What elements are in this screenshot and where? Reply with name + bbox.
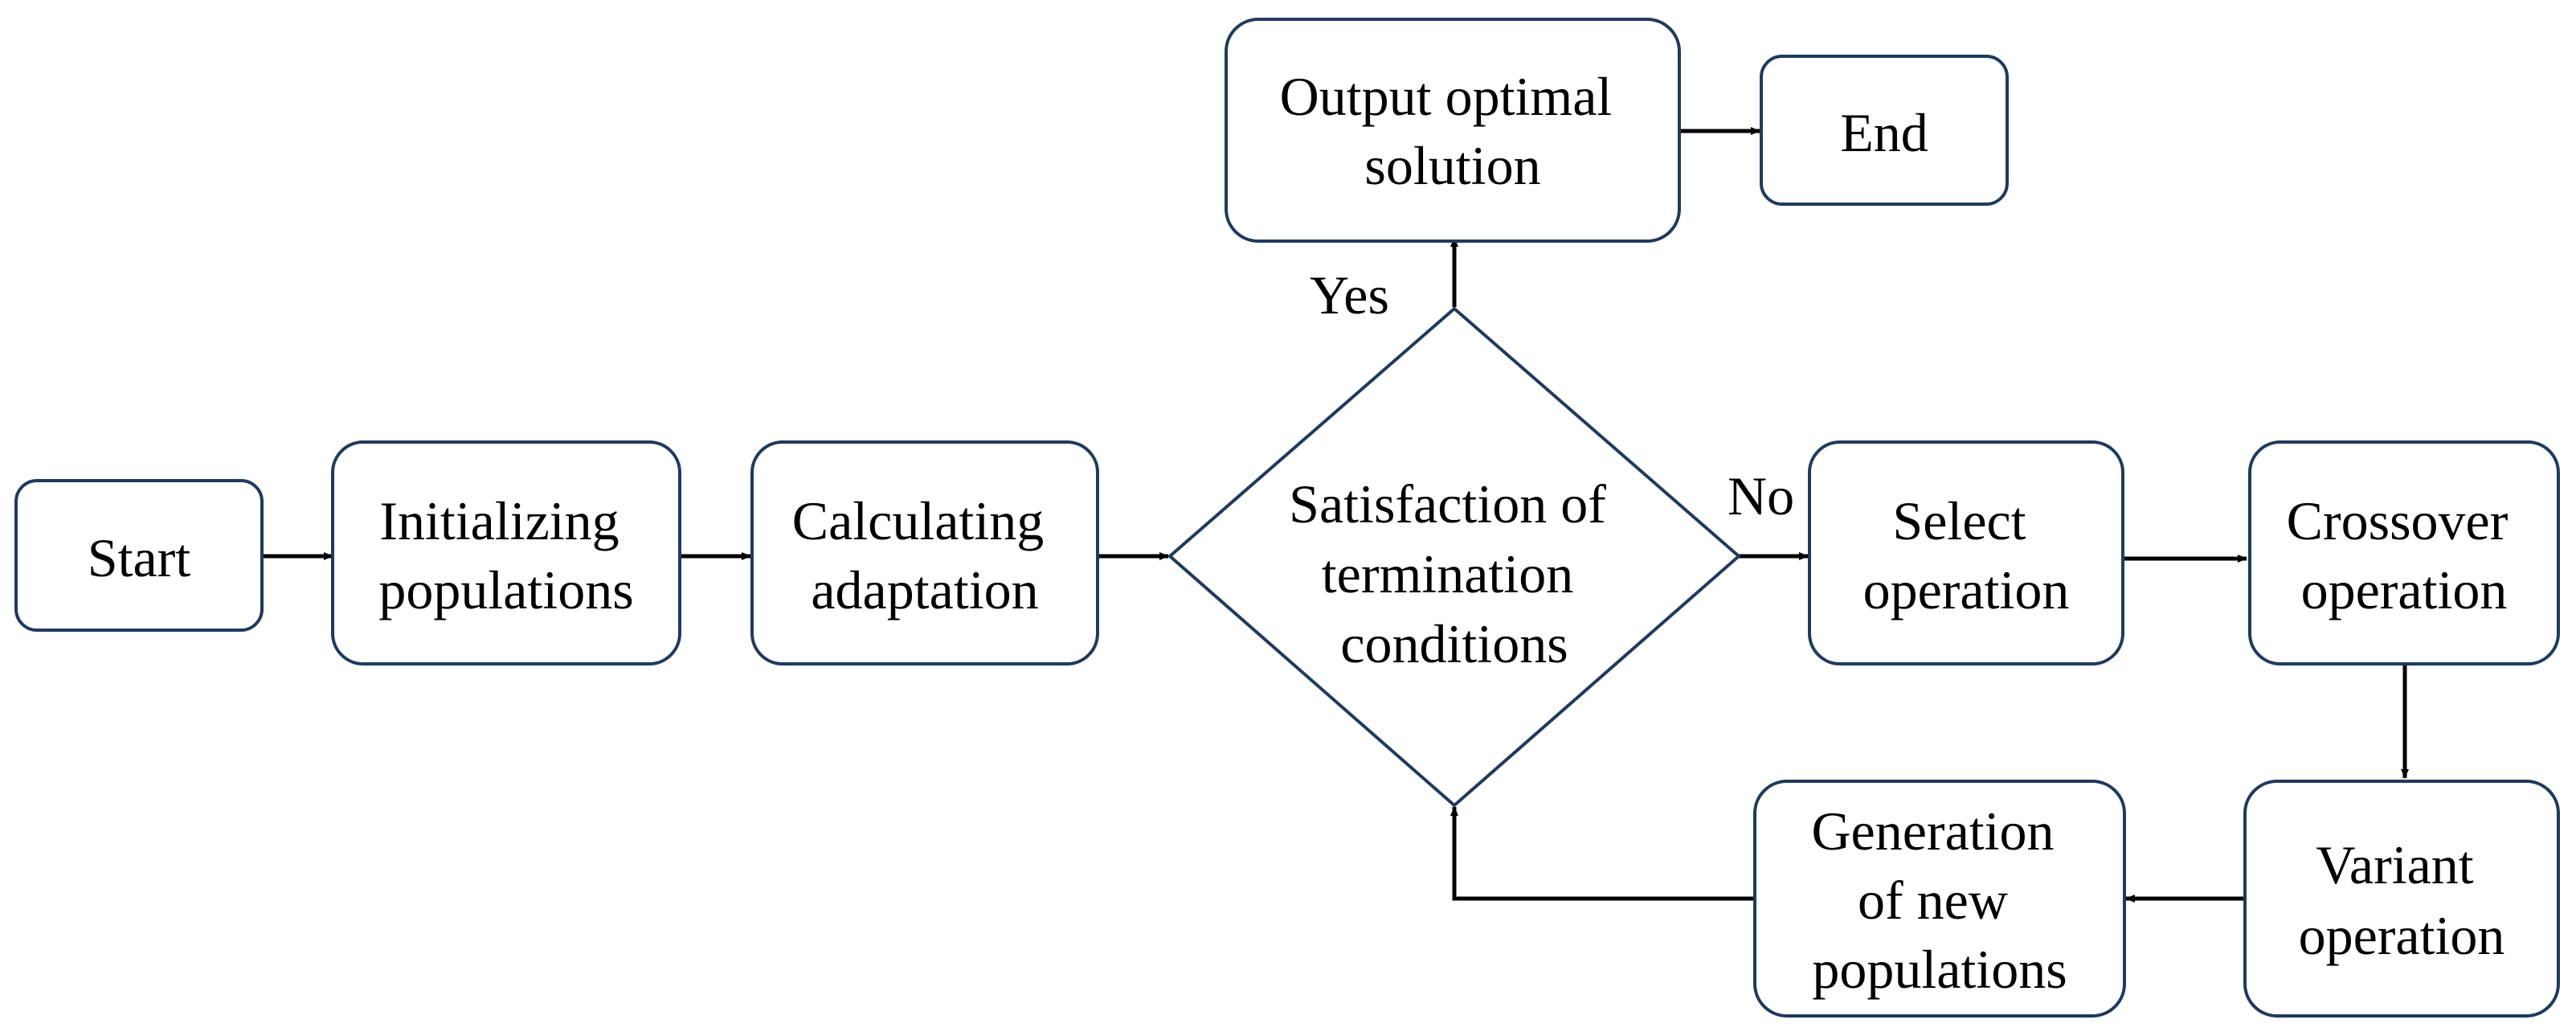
node-label: Crossover operation	[2287, 490, 2522, 620]
node-label-line: operation	[2301, 559, 2508, 620]
node-label-line: Initializing	[379, 490, 619, 551]
node-label-line: populations	[1812, 939, 2067, 1000]
node-decision-termination: Satisfaction of termination conditions	[1167, 306, 1742, 808]
branch-label-no: No	[1728, 465, 1794, 526]
node-label: Select operation	[1863, 490, 2070, 620]
node-label-line: Satisfaction of	[1289, 473, 1606, 534]
node-label: End	[1840, 102, 1928, 163]
node-label: Initializing populations	[378, 490, 633, 620]
node-select-operation: Select operation	[1808, 440, 2124, 665]
node-end: End	[1760, 55, 2009, 206]
node-label: Variant operation	[2299, 834, 2505, 966]
arrow-generation-to-decision	[1450, 806, 1753, 901]
node-output-optimal-solution: Output optimal solution	[1225, 18, 1681, 243]
node-label-line: adaptation	[811, 559, 1038, 620]
node-calculating-adaptation: Calculating adaptation	[750, 440, 1099, 665]
node-label-line: solution	[1364, 135, 1540, 196]
node-label-line: Variant	[2316, 834, 2473, 895]
node-label-line: Start	[88, 527, 191, 588]
node-label-line: termination	[1322, 543, 1573, 604]
node-label: Generation of new populations	[1811, 801, 2067, 1000]
node-label: Satisfaction of termination conditions	[1289, 473, 1620, 674]
node-label-line: populations	[378, 559, 633, 620]
node-label-line: Output optimal	[1280, 66, 1613, 127]
node-label-line: Select	[1892, 490, 2026, 551]
node-label-line: Calculating	[792, 490, 1044, 551]
node-variant-operation: Variant operation	[2243, 780, 2560, 1018]
node-label: Start	[88, 527, 191, 588]
connectors	[264, 127, 2409, 903]
node-label-line: operation	[1863, 559, 2070, 620]
node-label-line: Generation	[1811, 801, 2054, 862]
node-crossover-operation: Crossover operation	[2248, 440, 2560, 665]
node-label-line: operation	[2299, 905, 2505, 966]
node-start: Start	[14, 479, 264, 632]
node-label-line: of new	[1858, 870, 2008, 931]
node-label-line: Crossover	[2287, 490, 2509, 551]
node-label-line: End	[1840, 102, 1928, 163]
node-label: Output optimal solution	[1280, 66, 1626, 196]
branch-label-yes: Yes	[1310, 264, 1389, 326]
node-generation-of-new-populations: Generation of new populations	[1753, 780, 2126, 1018]
node-label-line: conditions	[1340, 613, 1568, 674]
node-initializing-populations: Initializing populations	[331, 440, 681, 665]
node-label: Calculating adaptation	[792, 490, 1057, 620]
